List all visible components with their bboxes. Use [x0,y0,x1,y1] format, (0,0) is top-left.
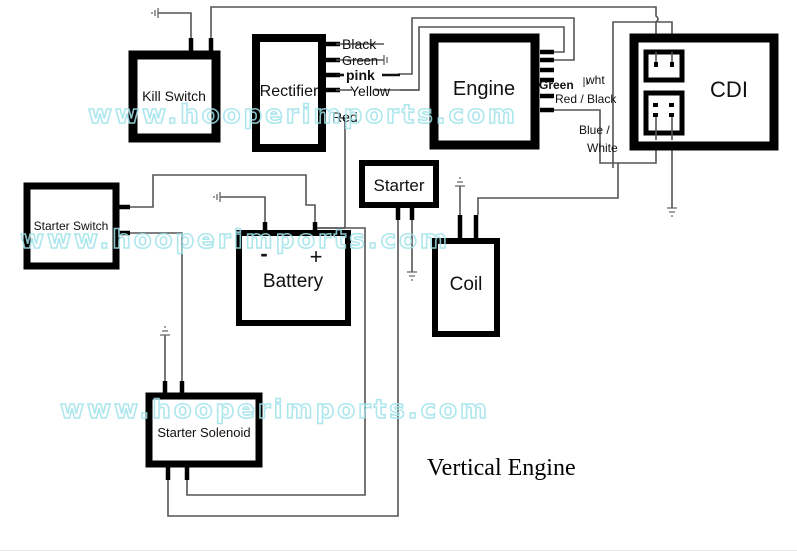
wire-label-green: Green [342,53,378,68]
cdi-connector-bottom [643,90,685,136]
ground-icon [667,207,677,217]
wire-label-engine-green: Green [539,78,574,92]
starter-switch-label: Starter Switch [34,219,109,233]
diagram-title: Vertical Engine [427,455,576,481]
kill-switch-label: Kill Switch [142,88,206,104]
ground-symbols [151,8,677,336]
starter-solenoid: Starter Solenoid [145,381,263,480]
engine-label: Engine [453,78,515,100]
wire-label-blue: Blue / [579,123,610,137]
wire-kill-switch-ground [158,12,192,48]
rectifier: Rectifier [252,34,340,152]
ground-icon [160,326,170,336]
starter: Starter [359,160,439,220]
ground-icon [583,77,588,87]
wire-label-pink: pink [346,67,375,83]
rectifier-label: Rectifier [260,83,319,100]
battery: - + Battery [236,222,351,326]
wire-battery-plus-solenoid [186,227,366,496]
starter-switch: Starter Switch [23,182,130,270]
engine: Engine [429,33,554,150]
wire-pink-to-engine [398,17,575,75]
wire-label-yellow: Yellow [350,83,391,99]
starter-label: Starter [373,176,424,195]
battery-negative-label: - [260,241,267,266]
battery-positive-label: + [310,244,323,269]
bottom-divider [0,550,797,551]
engine-wire-labels: Green wht Red / Black Blue / White [539,73,618,155]
cdi: CDI [629,33,779,151]
watermarks: www.hooperimports.com www.hooperimports.… [19,99,518,426]
wire-label-red-black: Red / Black [555,92,617,106]
wire-label-white: White [587,141,618,155]
kill-switch: Kill Switch [128,38,221,143]
rectifier-wire-labels: Black Green pink Yellow Red [332,36,419,125]
wire-starter-switch-to-solenoid [128,232,183,390]
watermark-text: www.hooperimports.com [88,100,518,130]
wires [128,6,673,517]
ground-icon [383,55,388,65]
wire-battery-ground [220,196,266,222]
ground-icon [455,177,465,187]
watermark-text: www.hooperimports.com [20,225,450,255]
ground-icon [213,192,221,202]
watermark-text: www.hooperimports.com [60,395,490,425]
coil-label: Coil [450,274,483,295]
ground-icon [407,271,417,281]
wire-label-black: Black [342,36,377,52]
ground-icon [151,8,159,18]
wire-label-red: Red [332,109,358,125]
cdi-connector-top [643,49,685,83]
wire-label-wht: wht [585,73,605,87]
starter-solenoid-label: Starter Solenoid [157,425,250,440]
wire-starter-switch-to-battery [128,174,316,228]
wire-starter-to-solenoid [167,208,399,517]
coil: Coil [432,215,500,337]
battery-label: Battery [263,271,324,292]
cdi-label: CDI [710,77,748,102]
